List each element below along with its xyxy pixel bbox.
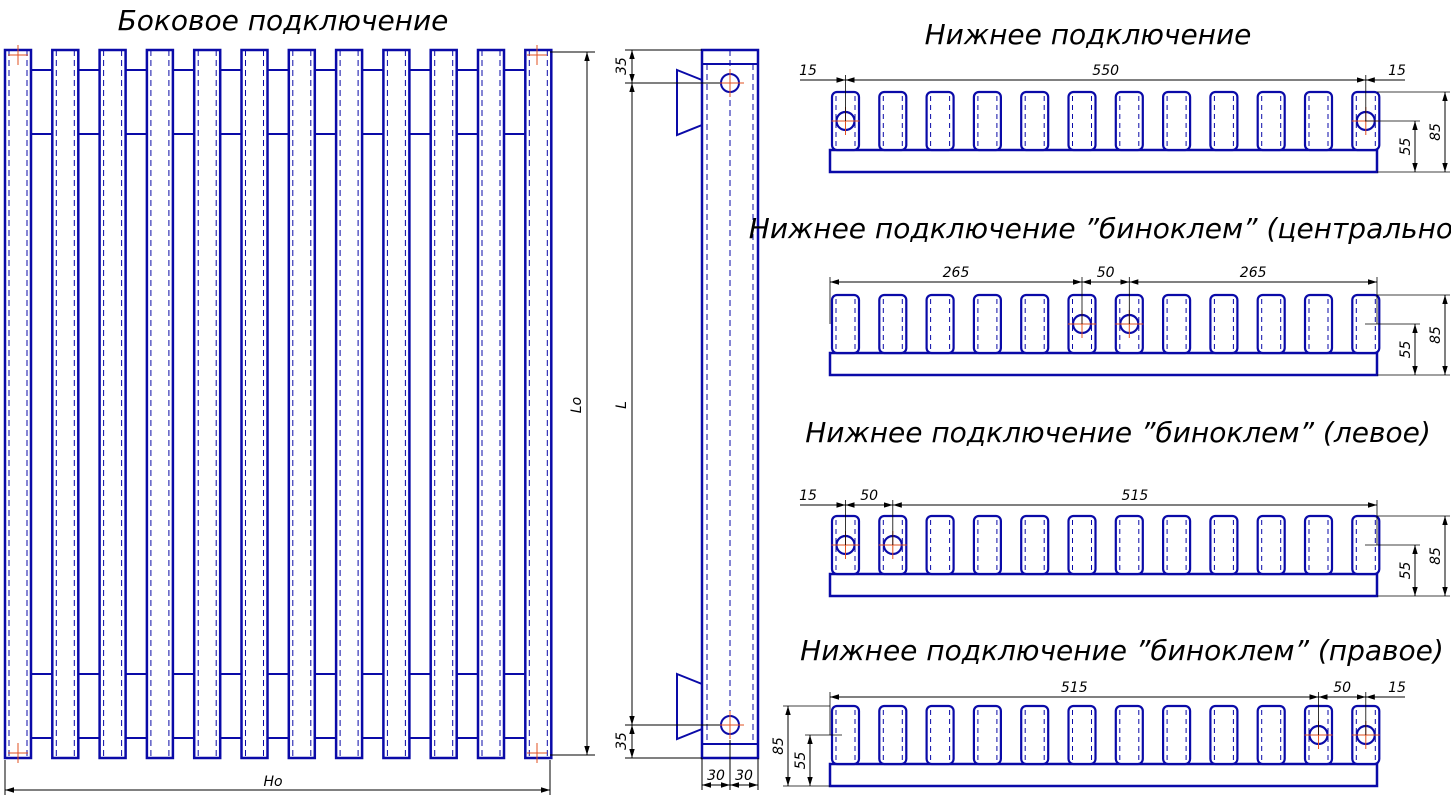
dimension-label: 15 [799,488,817,504]
profile-dim-top: 35 [614,57,630,75]
profile-dim-depth-a: 30 [707,768,725,784]
profile-port-top [716,69,744,97]
tube-section [1256,704,1286,766]
tube-section [1209,514,1239,576]
tube-section [830,293,861,355]
dimension-label: 55 [1398,138,1414,156]
tube-section [1020,514,1050,576]
tube-section [972,293,1003,355]
dimension-label: 15 [1388,63,1406,79]
dimension-label: 55 [1398,341,1414,359]
tube-section [1256,293,1286,355]
side-dim-height-label: Lо [569,397,585,413]
tube-section [1020,704,1050,766]
dimension-label: 265 [943,265,970,281]
dimension-label: 55 [793,752,809,770]
tube-section [1161,704,1192,766]
dimension-label: 50 [1097,265,1115,281]
base-collector [828,148,1379,174]
tube-section [972,90,1003,152]
tube-section [1209,90,1239,152]
tube-section [1303,514,1334,576]
dimension-label: 15 [1388,680,1406,696]
side-tubes [3,45,553,763]
bottom-view-title: Нижнее подключение [925,18,1252,51]
tube-section [925,293,955,355]
dimension-label: 265 [1240,265,1267,281]
profile-dim-bottom: 35 [614,732,630,750]
tube-section [1256,514,1286,576]
dimension-label: 515 [1061,680,1088,696]
bottom-view-binocular-left: Нижнее подключение ”биноклем” (левое) 15… [799,416,1450,598]
dimension-label: 85 [1428,326,1444,344]
tube-section [972,704,1003,766]
side-header-bar [4,69,551,135]
tube-section [925,90,955,152]
tube-section [1256,90,1286,152]
dimension-label: 50 [1333,680,1351,696]
dimension-label: 515 [1122,488,1149,504]
tube-section [1114,90,1144,152]
tube-section [1067,90,1097,152]
tube-section [925,514,955,576]
side-view: Боковое подключение Hо Lо [3,4,595,795]
profile-dim-depth-b: 30 [735,768,753,784]
tube-section [972,514,1003,576]
tube-section [1209,293,1239,355]
side-dim-height: Lо [550,51,595,756]
side-dim-width-label: Hо [263,774,282,790]
tube-section [1114,704,1144,766]
tube-section [878,704,908,766]
dimension-label: 85 [771,737,787,755]
bottom-view-title: Нижнее подключение ”биноклем” (правое) [800,634,1444,667]
tube-section [1020,90,1050,152]
tube-section [1161,293,1192,355]
tube-section [878,90,908,152]
bottom-view-binocular-right: Нижнее подключение ”биноклем” (правое) 5… [771,634,1444,788]
tube-section [1114,514,1144,576]
dimension-label: 85 [1428,547,1444,565]
bottom-view-standard: Нижнее подключение 15 550 15 55 85 [799,18,1450,174]
tube-section [878,293,908,355]
dimension-label: 85 [1428,123,1444,141]
tube-section [1303,90,1334,152]
tube-section [1067,514,1097,576]
tube-section [1020,293,1050,355]
profile-view: 35 L 35 30 30 [614,48,760,790]
side-header-bar [4,673,551,739]
tube-section [1161,90,1192,152]
dimension-label: 550 [1092,63,1119,79]
base-collector [828,351,1379,377]
dimension-label: 15 [799,63,817,79]
side-dim-width: Hо [4,760,551,795]
tube-section [1161,514,1192,576]
profile-port-bottom [716,711,744,739]
base-collector [828,762,1379,788]
profile-dim-length: L [614,401,630,409]
side-view-title: Боковое подключение [118,4,449,37]
tube-section [925,704,955,766]
dimension-label: 55 [1398,562,1414,580]
tube-section [1209,704,1239,766]
bottom-view-binocular-center: Нижнее подключение ”биноклем” (центральн… [749,212,1451,377]
base-collector [828,572,1379,598]
dimension-label: 50 [860,488,878,504]
tube-section [1067,704,1097,766]
tube-section [1303,293,1334,355]
bottom-view-title: Нижнее подключение ”биноклем” (центральн… [749,212,1451,245]
bottom-view-title: Нижнее подключение ”биноклем” (левое) [805,416,1431,449]
